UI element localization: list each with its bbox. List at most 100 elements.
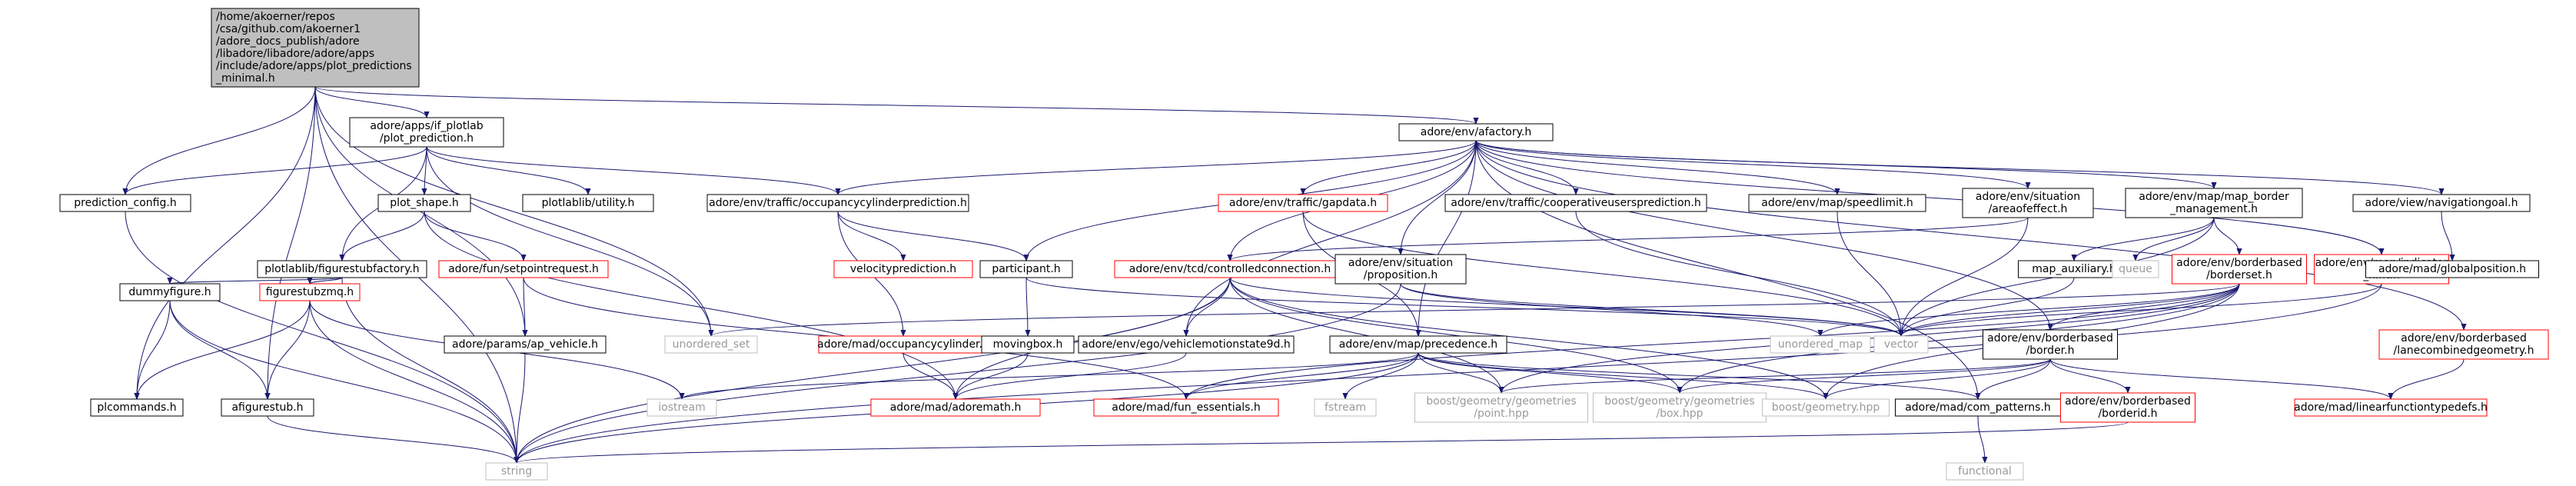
node-participant[interactable]: participant.h	[979, 260, 1073, 278]
node-label-line: boost/geometry/geometries	[1426, 395, 1576, 408]
node-box	[1329, 335, 1507, 354]
node-label-line: adore/env/tcd/controlledconnection.h	[1129, 263, 1331, 275]
node-plot-prediction[interactable]: adore/apps/if_plotlab/plot_prediction.h	[349, 117, 504, 148]
node-afactory[interactable]: adore/env/afactory.h	[1398, 123, 1554, 141]
node-globalposition[interactable]: adore/mad/globalposition.h	[2365, 260, 2539, 278]
node-figurestubfactory[interactable]: plotlablib/figurestubfactory.h	[257, 260, 427, 278]
node-proposition[interactable]: adore/env/situation/proposition.h	[1335, 254, 1467, 285]
node-box	[2294, 398, 2488, 417]
node-box	[485, 462, 548, 481]
edge-root-to-unordered_set	[314, 86, 714, 337]
node-label-line: boost/geometry.hpp	[1772, 401, 1880, 414]
node-com-patterns[interactable]: adore/mad/com_patterns.h	[1895, 398, 2061, 417]
node-label-line: fstream	[1325, 401, 1366, 414]
node-label-line: plcommands.h	[97, 401, 176, 414]
node-box	[1414, 392, 1588, 423]
node-precedence[interactable]: adore/env/map/precedence.h	[1329, 335, 1507, 354]
node-label-line: adore/mad/linearfunctiontypedefs.h	[2294, 401, 2488, 414]
edge-movingbox-to-adoremath	[952, 352, 1029, 400]
node-label-line: adore/params/ap_vehicle.h	[452, 338, 598, 351]
node-borderid[interactable]: adore/env/borderbased/borderid.h	[2060, 392, 2195, 423]
edge-precedence-to-iostream	[679, 352, 1419, 400]
edge-plot_shape-to-figurestubfactory	[339, 211, 425, 261]
edge-afactory-to-indicator_hint	[1475, 140, 2385, 255]
node-box	[119, 283, 221, 301]
node-borderset[interactable]: adore/env/borderbased/borderset.h	[2172, 254, 2307, 285]
node-plotlab-utility[interactable]: plotlablib/utility.h	[522, 194, 654, 212]
edge-border-to-bg	[1823, 358, 2051, 400]
edge-figurestubfactory-to-string	[341, 277, 520, 464]
node-label-line: adore/fun/setpointrequest.h	[448, 263, 599, 275]
node-occupancycylinder[interactable]: adore/mad/occupancycylinder.h	[817, 335, 989, 354]
edge-borderset-to-fun_essentials	[1183, 283, 2240, 400]
node-label-line: /border.h	[2026, 345, 2075, 357]
node-root[interactable]: /home/akoerner/repos/csa/github.com/akoe…	[211, 8, 420, 88]
node-fun-setpoint[interactable]: adore/fun/setpointrequest.h	[438, 260, 609, 278]
node-label-line: adore/env/borderbased	[2401, 332, 2527, 345]
edge-borderset-to-unordered_map	[1817, 283, 2240, 337]
edge-borderid-to-string	[514, 421, 2129, 464]
node-unordered-map: unordered_map	[1770, 335, 1871, 354]
edge-plot_prediction-to-occ_pred	[426, 146, 841, 195]
node-box	[2060, 392, 2195, 423]
node-label-line: adore/env/borderbased	[1987, 332, 2113, 345]
node-adoremath[interactable]: adore/mad/adoremath.h	[870, 398, 1041, 417]
edge-afactory-to-navigationgoal	[1475, 140, 2445, 195]
node-linearfunction[interactable]: adore/mad/linearfunctiontypedefs.h	[2294, 398, 2488, 417]
node-navigationgoal[interactable]: adore/view/navigationgoal.h	[2352, 194, 2531, 212]
node-label-line: string	[501, 465, 532, 478]
node-label-line: /proposition.h	[1364, 269, 1438, 281]
node-prediction-config[interactable]: prediction_config.h	[59, 194, 191, 212]
node-queue: queue	[2112, 260, 2159, 278]
node-plcommands[interactable]: plcommands.h	[90, 398, 184, 417]
node-map-border-mgmt[interactable]: adore/env/map/map_border_management.h	[2125, 188, 2303, 218]
node-areaofeffect[interactable]: adore/env/situation/areaofeffect.h	[1962, 188, 2094, 218]
edge-plot_prediction-to-unordered_set	[426, 146, 714, 337]
edge-ap_vehicle-to-string	[514, 352, 526, 464]
node-label-line: adore/mad/adoremath.h	[890, 401, 1022, 414]
node-vector: vector	[1873, 335, 1929, 354]
edge-border-to-bg_point	[1498, 358, 2051, 394]
node-label-line: dummyfigure.h	[128, 286, 211, 298]
edge-proposition-to-string	[514, 283, 1401, 464]
node-unordered-set: unordered_set	[664, 335, 758, 354]
node-label-line: /borderid.h	[2098, 408, 2157, 420]
node-label-line: plotlablib/utility.h	[542, 197, 635, 209]
node-ap-vehicle[interactable]: adore/params/ap_vehicle.h	[444, 335, 607, 354]
node-box	[706, 194, 969, 212]
node-label-line: /libadore/libadore/adore/apps	[216, 48, 374, 60]
edge-dummyfigure-to-string	[169, 300, 520, 464]
edge-precedence-to-bg	[1418, 352, 1829, 400]
edge-areaofeffect-to-vector	[1898, 217, 2029, 337]
node-occ-pred[interactable]: adore/env/traffic/occupancycylinderpredi…	[706, 194, 969, 212]
node-afigurestub[interactable]: afigurestub.h	[221, 398, 314, 417]
node-movingbox[interactable]: movingbox.h	[981, 335, 1075, 354]
node-box	[2125, 188, 2303, 218]
node-box	[2112, 260, 2159, 278]
node-label-line: adore/env/borderbased	[2065, 395, 2191, 408]
node-fun-essentials[interactable]: adore/mad/fun_essentials.h	[1093, 398, 1279, 417]
node-coop-pred[interactable]: adore/env/traffic/cooperativeuserspredic…	[1444, 194, 1707, 212]
node-lanecombined[interactable]: adore/env/borderbased/lanecombinedgeomet…	[2378, 329, 2549, 360]
node-controlledconnection[interactable]: adore/env/tcd/controlledconnection.h	[1114, 260, 1346, 278]
node-figurestubzmq[interactable]: figurestubzmq.h	[259, 283, 361, 301]
node-border[interactable]: adore/env/borderbased/border.h	[1983, 329, 2118, 360]
node-dummyfigure[interactable]: dummyfigure.h	[119, 283, 221, 301]
node-box	[257, 260, 427, 278]
node-fstream: fstream	[1314, 398, 1377, 417]
edge-afactory-to-lanecombined	[1475, 140, 2467, 331]
node-plot-shape[interactable]: plot_shape.h	[377, 194, 471, 212]
node-box	[2352, 194, 2531, 212]
node-velocityprediction[interactable]: velocityprediction.h	[833, 260, 973, 278]
node-map-auxiliary[interactable]: map_auxiliary.h	[2018, 260, 2130, 278]
node-box	[979, 260, 1073, 278]
node-box	[2172, 254, 2307, 285]
node-label-line: /include/adore/apps/plot_predictions	[216, 60, 412, 72]
node-box	[1314, 398, 1377, 417]
node-gapdata[interactable]: adore/env/traffic/gapdata.h	[1218, 194, 1388, 212]
node-speedlimit[interactable]: adore/env/map/speedlimit.h	[1748, 194, 1926, 212]
edge-lanecombined-to-linearfunction	[2388, 358, 2465, 400]
node-label-line: adore/view/navigationgoal.h	[2365, 197, 2518, 209]
node-vehiclemotionstate[interactable]: adore/env/ego/vehiclemotionstate9d.h	[1078, 335, 1295, 354]
node-label-line: iostream	[658, 401, 706, 414]
